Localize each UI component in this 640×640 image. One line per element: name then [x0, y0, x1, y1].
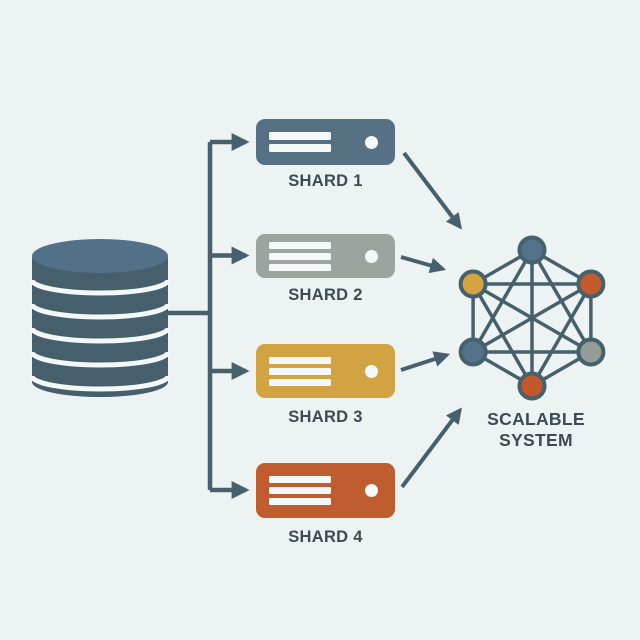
network-node-bottom	[517, 371, 547, 401]
network-edge	[471, 283, 534, 387]
server-slot-bar	[269, 367, 331, 375]
arrow-shard3-to-network	[400, 351, 451, 372]
server-slot-bar	[269, 252, 331, 260]
shard-label-2: SHARD 2	[288, 286, 363, 304]
network-label: SCALABLE SYSTEM	[456, 409, 616, 451]
shard-box-1	[256, 119, 395, 165]
network-edge	[472, 282, 592, 354]
database-icon	[29, 239, 171, 397]
scalable-system-graph	[458, 235, 606, 401]
fanout-connector	[168, 133, 250, 499]
server-slot-bar	[269, 144, 331, 152]
server-slot-bar	[269, 378, 331, 386]
shard-box-2	[256, 234, 395, 278]
server-slot-bar	[269, 476, 331, 483]
server-slots-icon	[269, 356, 331, 386]
network-node-lower-right	[576, 337, 606, 367]
server-led-icon	[365, 135, 378, 149]
server-slots-icon	[269, 241, 331, 271]
network-node-lower-left	[458, 337, 488, 367]
arrow-shard2-to-network	[400, 255, 447, 274]
server-slot-bar	[269, 263, 331, 271]
shard-label-4: SHARD 4	[288, 528, 363, 546]
server-slot-bar	[269, 356, 331, 364]
arrow-shard1-to-network	[402, 151, 462, 230]
server-slot-bar	[269, 132, 331, 140]
network-node-upper-left	[458, 269, 488, 299]
network-node-upper-right	[576, 269, 606, 299]
shard-box-3	[256, 344, 395, 398]
server-slots-icon	[269, 476, 331, 505]
server-slot-bar	[269, 498, 331, 505]
server-slot-bar	[269, 241, 331, 249]
server-slot-bar	[269, 487, 331, 494]
server-led-icon	[365, 484, 378, 497]
network-node-top	[517, 235, 547, 265]
network-label-line1: SCALABLE	[487, 409, 585, 429]
shard-to-network-arrows	[400, 151, 462, 489]
server-slots-icon	[269, 132, 331, 152]
server-led-icon	[365, 364, 378, 378]
arrow-shard4-to-network	[400, 407, 462, 489]
shard-label-3: SHARD 3	[288, 408, 363, 426]
server-led-icon	[365, 249, 378, 263]
shard-label-1: SHARD 1	[288, 172, 363, 190]
network-label-line2: SYSTEM	[499, 430, 573, 450]
shard-box-4	[256, 463, 395, 518]
